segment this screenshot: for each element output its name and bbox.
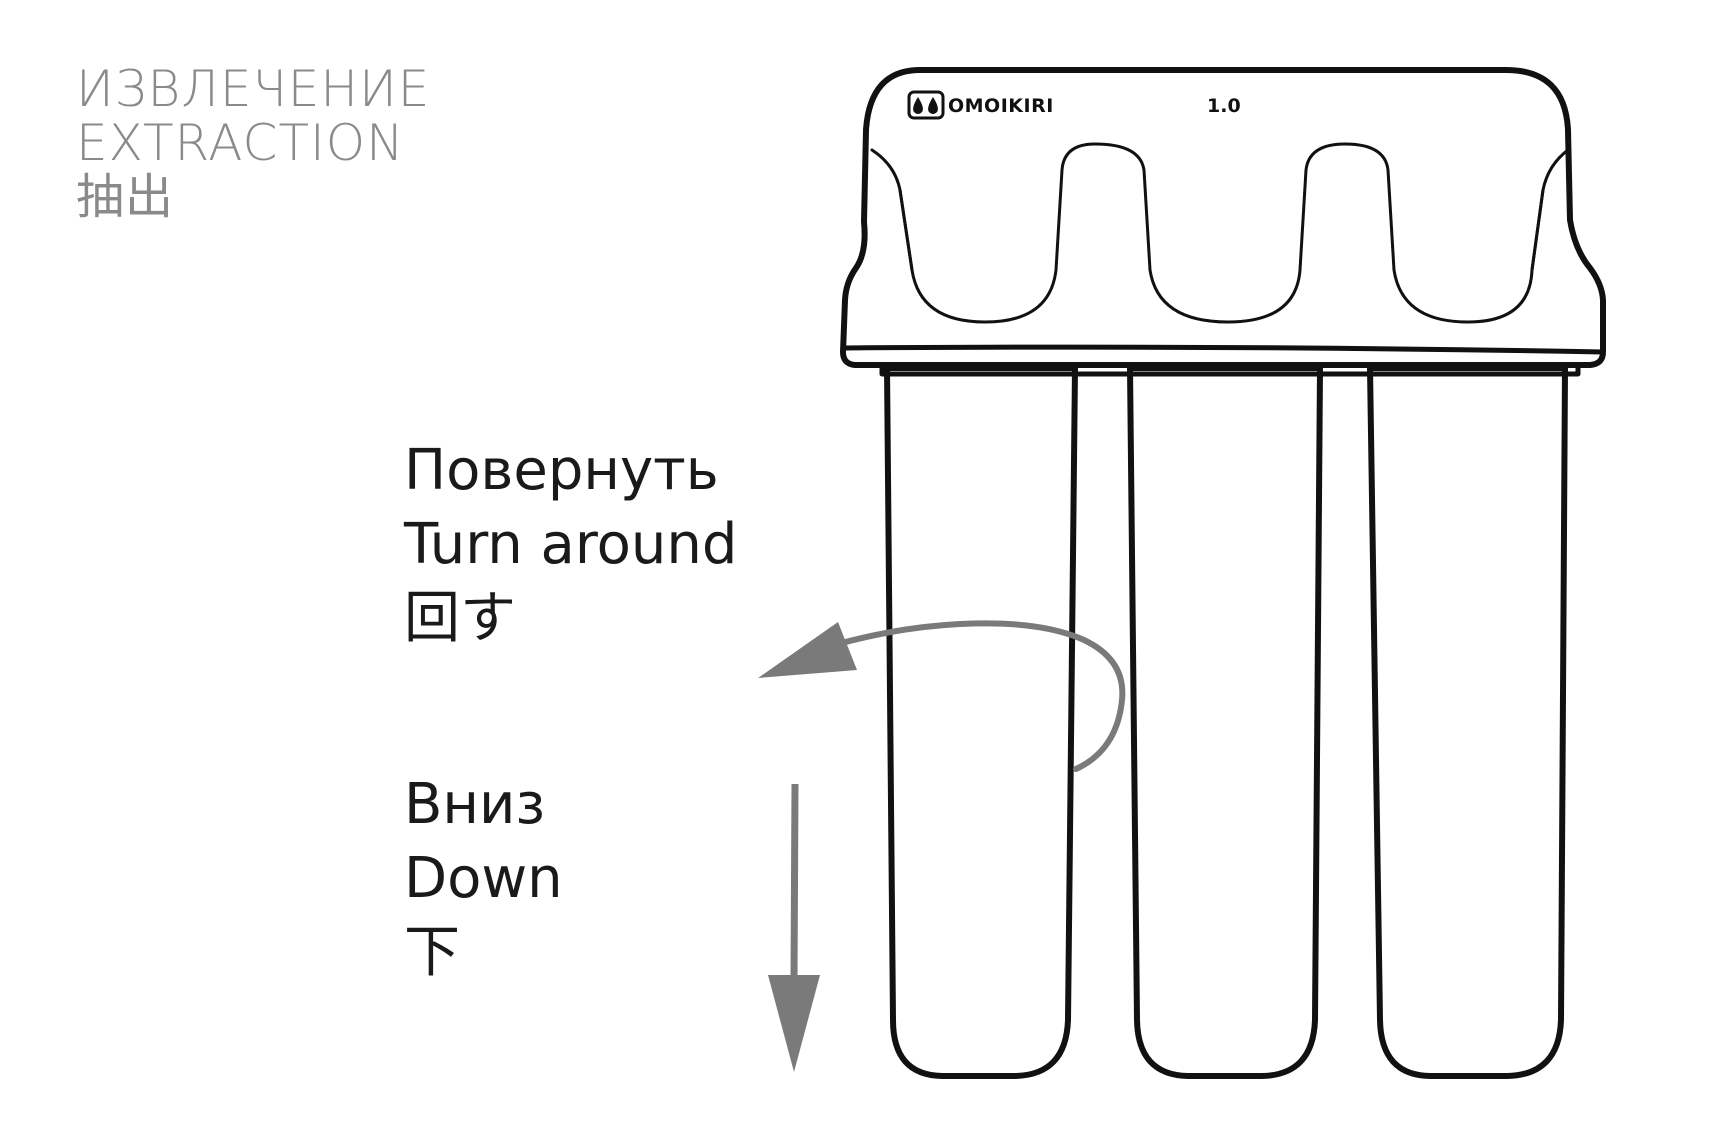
instruction-down-ru: Вниз <box>404 772 546 837</box>
instruction-turn-en: Turn around <box>404 512 738 577</box>
instruction-turn: Повернуть Turn around 回す <box>404 434 737 656</box>
filter-header <box>840 67 1606 377</box>
rotate-arrow-shaft <box>835 620 1126 772</box>
instruction-down-en: Down <box>404 846 563 911</box>
filter-housing-left <box>884 365 1078 1079</box>
brand-logo: OMOIKIRI <box>907 90 1054 120</box>
water-drop-left <box>913 97 923 114</box>
down-arrow-head <box>768 975 820 1072</box>
model-number: 1.0 <box>1207 95 1241 117</box>
instruction-down-ja: 下 <box>404 920 460 985</box>
down-arrow-shaft <box>790 783 799 981</box>
header-recesses <box>898 142 1545 324</box>
filter-housing-right <box>1367 365 1568 1079</box>
water-drop-right <box>928 97 938 114</box>
filter-housing-middle <box>1127 365 1323 1079</box>
instruction-turn-ru: Повернуть <box>404 438 719 503</box>
rotate-arrow-head <box>758 622 857 678</box>
instruction-down: Вниз Down 下 <box>404 768 563 990</box>
curved-rotate-arrow-icon <box>758 620 1126 772</box>
brand-name: OMOIKIRI <box>948 95 1054 117</box>
heading-zh: 抽出 <box>76 169 175 225</box>
header-base-rim <box>842 344 1606 355</box>
instruction-turn-ja: 回す <box>404 586 516 651</box>
down-arrow-icon <box>768 783 820 1072</box>
section-heading: ИЗВЛЕЧЕНИЕ EXTRACTION 抽出 <box>76 62 430 224</box>
filter-housings <box>884 365 1568 1079</box>
heading-ru: ИЗВЛЕЧЕНИЕ <box>76 60 431 118</box>
heading-en: EXTRACTION <box>76 114 405 172</box>
header-flange <box>879 362 1581 377</box>
